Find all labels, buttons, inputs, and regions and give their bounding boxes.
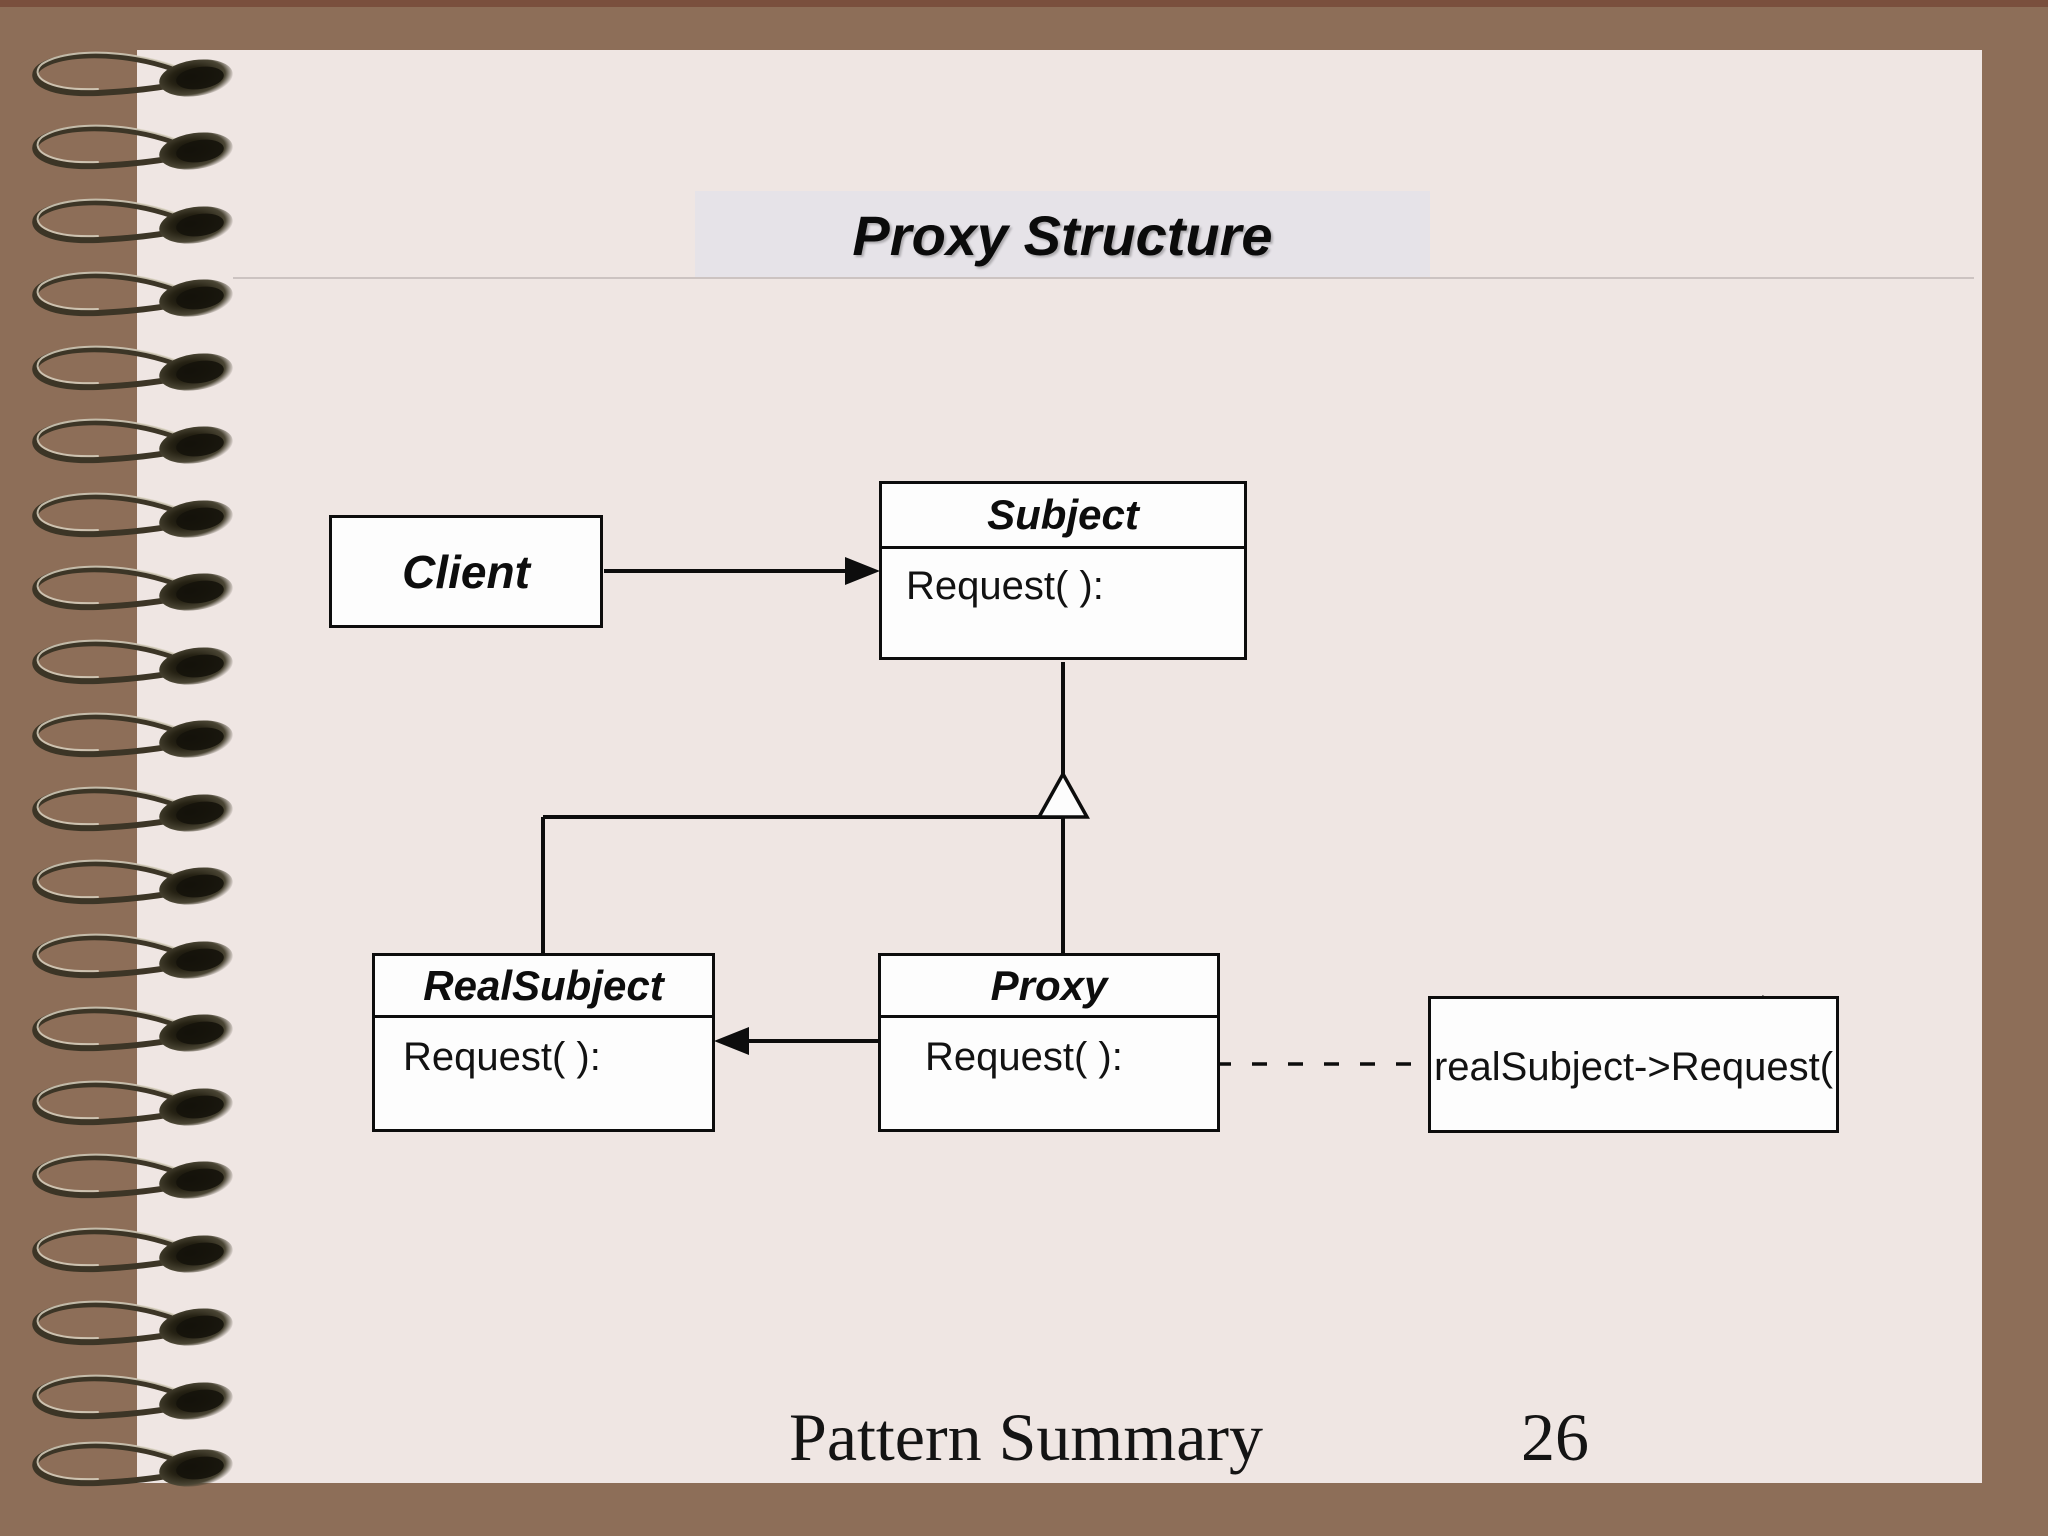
page-number: 26: [1521, 1399, 1589, 1475]
spiral-coils: [35, 53, 235, 1491]
class-name-subject: Subject: [987, 491, 1139, 538]
uml-note-box: realSubject->Request(: [1428, 996, 1839, 1133]
class-header-proxy: Proxy: [881, 956, 1217, 1018]
class-name-proxy: Proxy: [990, 961, 1108, 1009]
class-member-proxy-request: Request( ):: [925, 1035, 1123, 1079]
title-underline-rule: [233, 277, 1974, 279]
proxy-realsubject-arrow: [714, 1027, 878, 1055]
footer-title: Pattern Summary: [789, 1399, 1264, 1475]
slide-canvas: Proxy Structure: [137, 50, 1982, 1483]
client-subject-arrow: [604, 557, 880, 585]
inheritance-triangle-icon: [1036, 770, 1090, 819]
slide-title: Proxy Structure: [852, 203, 1273, 267]
class-box-client: Client: [329, 515, 603, 628]
class-box-subject: Subject Request( ):: [879, 481, 1247, 660]
inheritance-connector: [541, 662, 1090, 953]
class-header-realsubject: RealSubject: [375, 956, 712, 1018]
class-member-subject-request: Request( ):: [906, 564, 1104, 608]
title-band: Proxy Structure: [695, 191, 1430, 279]
arrowhead-left-icon: [714, 1027, 749, 1055]
uml-note-text: realSubject->Request(: [1433, 1045, 1834, 1089]
class-box-proxy: Proxy Request( ):: [878, 953, 1220, 1132]
class-member-realsubject-request: Request( ):: [403, 1035, 601, 1079]
class-header-subject: Subject: [882, 484, 1244, 549]
arrowhead-right-icon: [845, 557, 880, 585]
top-edge-accent: [0, 0, 2048, 7]
class-box-realsubject: RealSubject Request( ):: [372, 953, 715, 1132]
class-name-client: Client: [402, 545, 530, 598]
class-name-realsubject: RealSubject: [423, 961, 664, 1009]
